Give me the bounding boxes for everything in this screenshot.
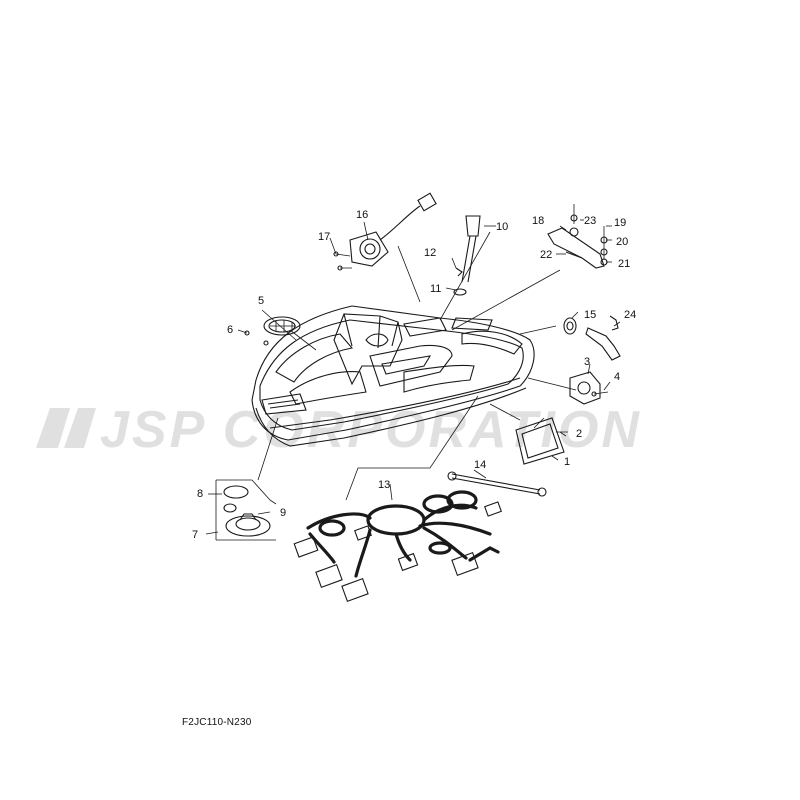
part-3-switch-box xyxy=(569,371,601,405)
part-13-connectors xyxy=(293,501,502,602)
callout-19: 19 xyxy=(614,217,626,229)
callout-13: 13 xyxy=(378,479,390,491)
callout-21: 21 xyxy=(618,258,630,270)
part-7-group-box xyxy=(215,479,277,541)
callout-5: 5 xyxy=(258,295,264,307)
callout-4: 4 xyxy=(614,371,620,383)
callout-17: 17 xyxy=(318,231,330,243)
part-9-seal xyxy=(223,503,237,513)
part-14-rod xyxy=(447,471,547,497)
watermark: JSP CORPORATION xyxy=(36,401,642,459)
callout-14: 14 xyxy=(474,459,486,471)
part-15-grommet xyxy=(563,317,577,335)
part-8-cap xyxy=(223,485,249,499)
part-6-screws xyxy=(244,330,269,346)
callout-22: 22 xyxy=(540,249,552,261)
callout-10: 10 xyxy=(496,221,508,233)
part-16-bracket xyxy=(349,192,437,267)
callout-7: 7 xyxy=(192,529,198,541)
part-13-harness xyxy=(306,490,500,578)
part-10-antenna xyxy=(453,215,481,296)
part-5-speaker xyxy=(263,316,301,336)
callout-3: 3 xyxy=(584,356,590,368)
part-4-screw xyxy=(591,391,609,397)
part-18-rail xyxy=(547,204,608,269)
watermark-text: JSP CORPORATION xyxy=(100,401,642,459)
callout-8: 8 xyxy=(197,488,203,500)
callout-12: 12 xyxy=(424,247,436,259)
part-24-sensor xyxy=(585,315,621,361)
part-17-bolts xyxy=(333,251,352,271)
callout-18: 18 xyxy=(532,215,544,227)
callout-9: 9 xyxy=(280,507,286,519)
callout-2: 2 xyxy=(576,428,582,440)
callout-20: 20 xyxy=(616,236,628,248)
callout-1: 1 xyxy=(564,456,570,468)
callout-15: 15 xyxy=(584,309,596,321)
callout-11: 11 xyxy=(430,283,441,295)
part-2-screws xyxy=(533,417,568,433)
part-7-drain xyxy=(225,513,271,537)
boat-hull xyxy=(251,305,535,447)
callouts: 1 2 3 4 5 6 7 8 9 10 11 12 13 14 15 16 1… xyxy=(192,209,636,541)
watermark-logo-mark xyxy=(36,408,96,448)
leader-lines xyxy=(205,219,621,535)
callout-23: 23 xyxy=(584,215,596,227)
callout-16: 16 xyxy=(356,209,368,221)
diagram-code: F2JC110-N230 xyxy=(182,717,252,728)
callout-6: 6 xyxy=(227,324,233,336)
callout-24: 24 xyxy=(624,309,636,321)
